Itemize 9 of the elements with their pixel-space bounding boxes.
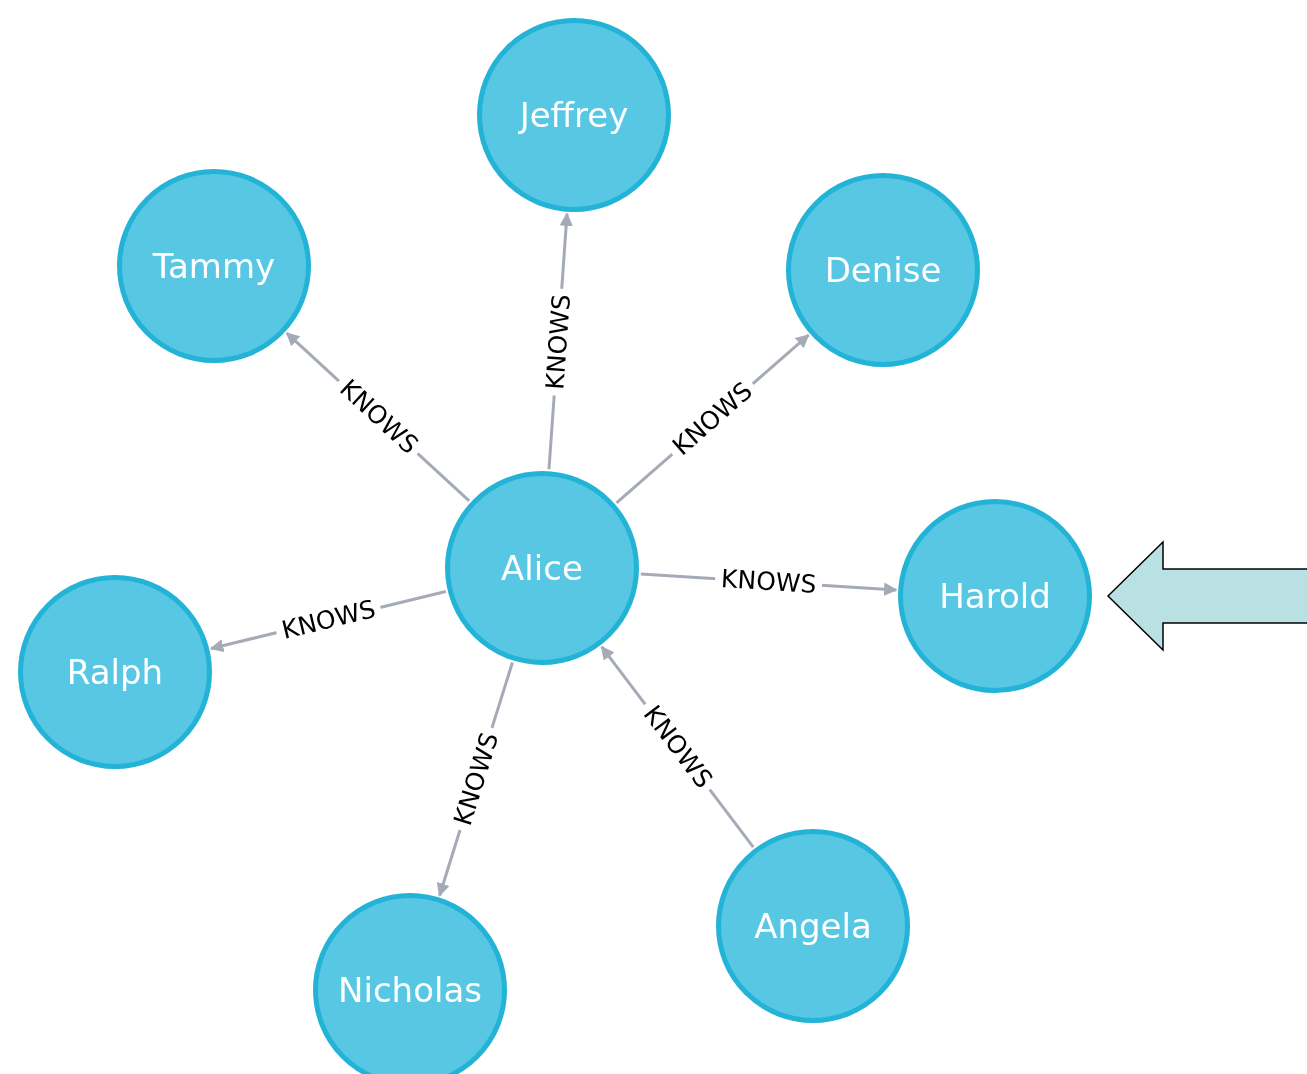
node-label: Ralph [66,652,164,692]
node-label: Jeffrey [519,95,629,135]
node-label: Nicholas [338,970,482,1010]
block-arrow [1106,540,1307,652]
node-label: Harold [939,576,1051,616]
node-label: Alice [501,548,583,588]
node-label: Tammy [152,246,276,286]
node-label: Denise [824,250,942,290]
node-label: Angela [754,906,872,946]
